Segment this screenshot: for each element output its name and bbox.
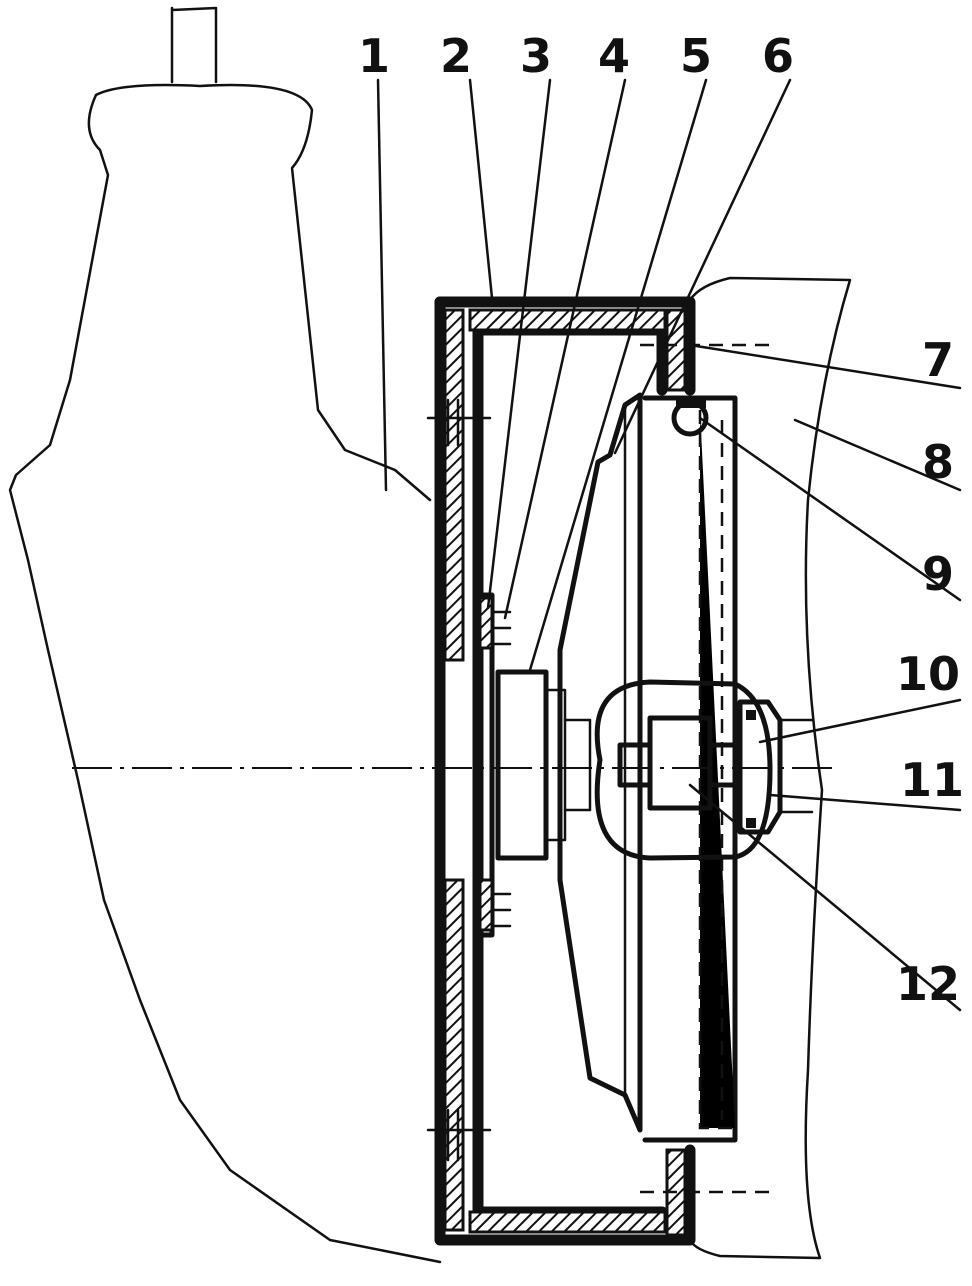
housing-top-hatch bbox=[468, 308, 667, 332]
body-outline bbox=[8, 83, 442, 1264]
housing-upper-wall-hatch bbox=[443, 308, 465, 662]
label-3: 3 bbox=[520, 29, 552, 83]
label-2: 2 bbox=[440, 29, 472, 83]
label-11: 11 bbox=[900, 753, 964, 807]
label-12: 12 bbox=[896, 957, 960, 1011]
housing bbox=[434, 296, 696, 1246]
label-9: 9 bbox=[922, 547, 954, 601]
fan-shroud bbox=[557, 392, 643, 1133]
label-7: 7 bbox=[922, 333, 954, 387]
housing-lower-wall-hatch bbox=[443, 878, 465, 1232]
shaft bbox=[170, 6, 218, 84]
label-5: 5 bbox=[680, 29, 712, 83]
pin bbox=[671, 398, 709, 437]
motor bbox=[495, 669, 592, 861]
label-8: 8 bbox=[922, 435, 954, 489]
leader-lines bbox=[376, 78, 962, 1012]
label-10: 10 bbox=[896, 647, 960, 701]
hub-assembly bbox=[594, 679, 814, 861]
label-1: 1 bbox=[358, 29, 390, 83]
mount-plate bbox=[475, 592, 512, 938]
label-4: 4 bbox=[598, 29, 630, 83]
housing-bottom-hatch bbox=[468, 1210, 667, 1234]
label-6: 6 bbox=[762, 29, 794, 83]
housing-bolts bbox=[426, 343, 770, 1194]
cover-outline bbox=[688, 276, 852, 1260]
